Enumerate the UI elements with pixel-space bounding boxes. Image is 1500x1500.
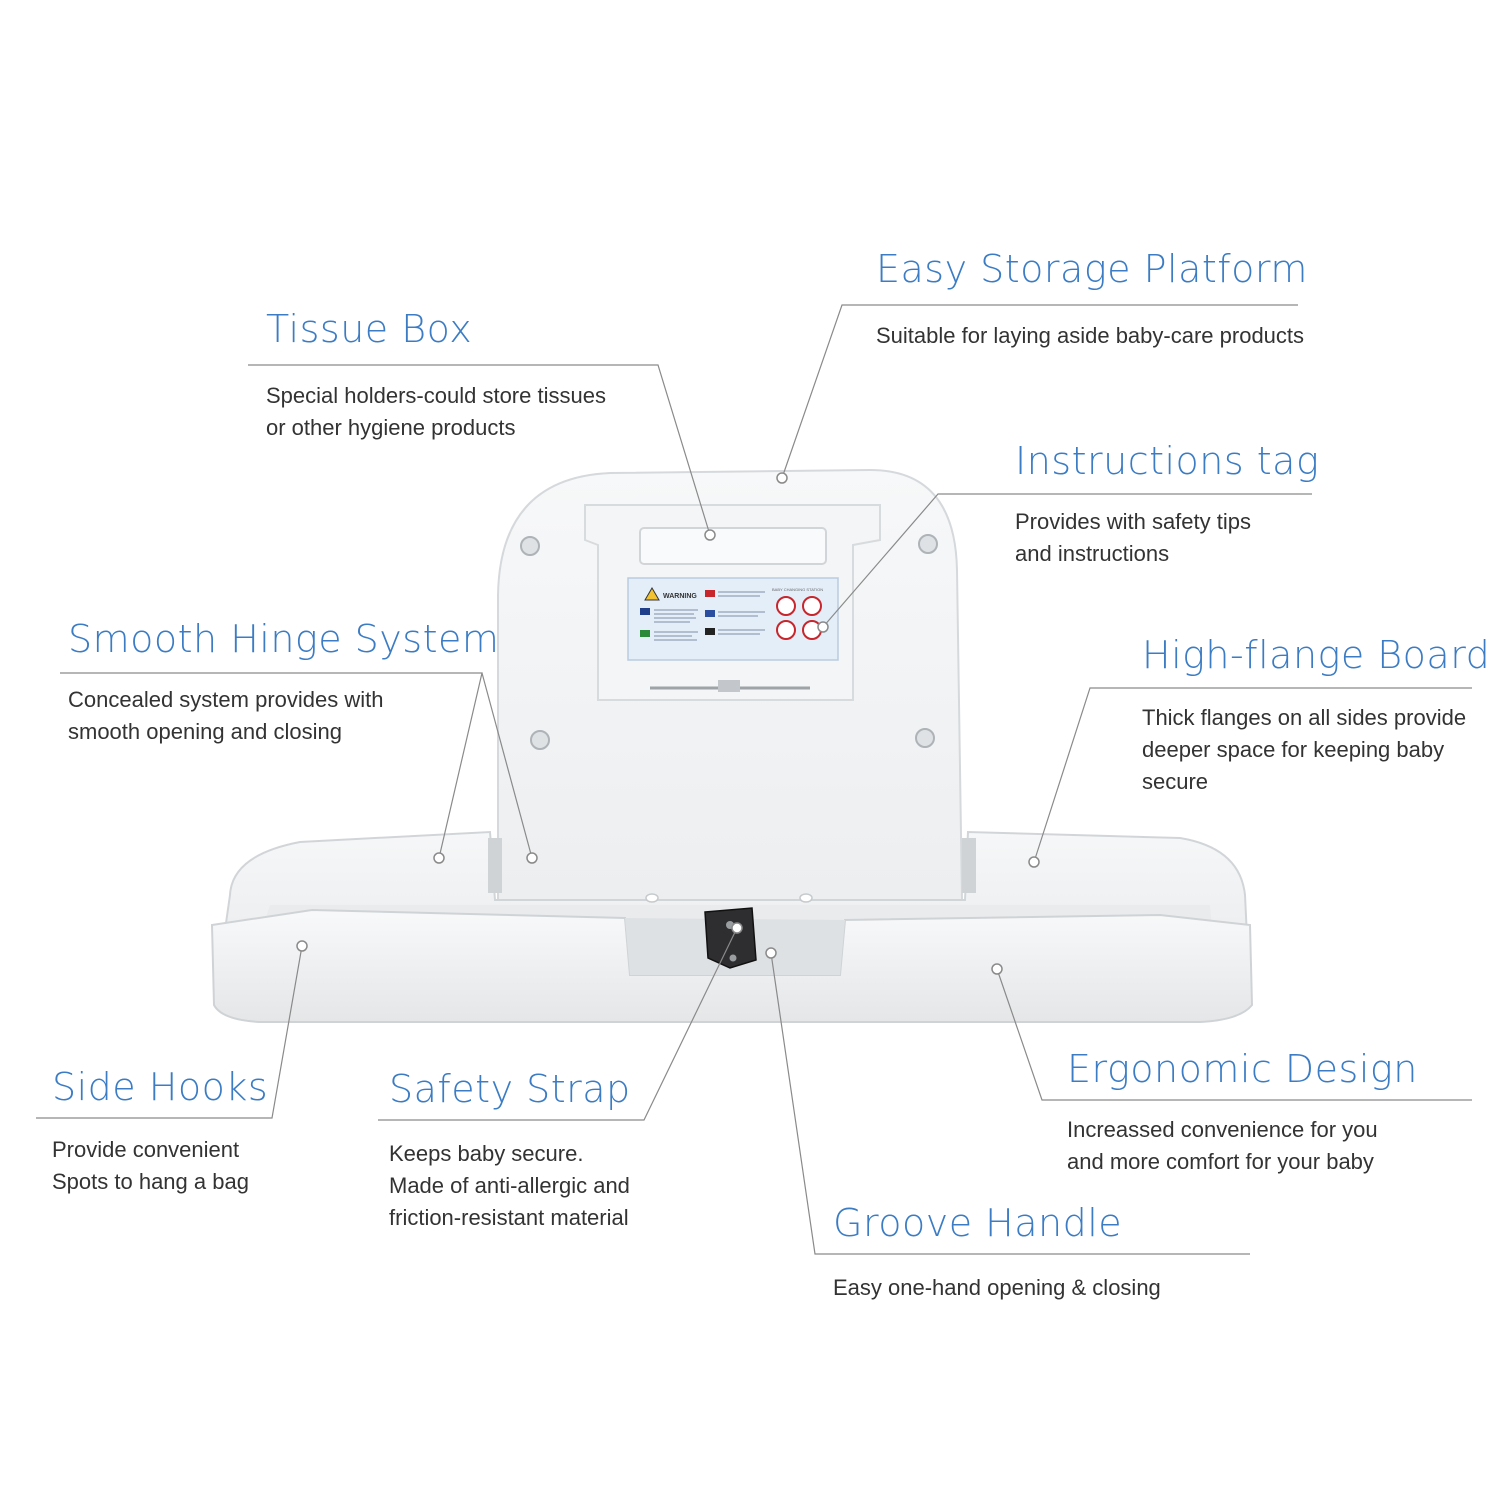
leader-tissue-box: [248, 364, 711, 536]
language-flags-icon: [640, 590, 715, 637]
callout-title: Groove Handle: [833, 1201, 1123, 1245]
callout-title: Tissue Box: [266, 307, 473, 351]
callout-tissue-box: Tissue Box Special holders-could store t…: [266, 307, 606, 444]
callout-description: Increassed convenience for you and more …: [1067, 1116, 1378, 1174]
callout-title: Easy Storage Platform: [876, 247, 1308, 291]
callout-smooth-hinge: Smooth Hinge System Concealed system pro…: [68, 617, 500, 748]
dot-high-flange: [1028, 856, 1040, 868]
leader-ergonomic: [996, 968, 1472, 1101]
leader-easy-storage: [781, 304, 1298, 479]
station-text: BABY CHANGING STATION: [772, 587, 823, 592]
leader-safety-strap: [378, 927, 738, 1121]
callout-title: Side Hooks: [52, 1065, 269, 1109]
callout-high-flange: High-flange Board Thick flanges on all s…: [1142, 633, 1491, 798]
callout-title: Ergonomic Design: [1067, 1047, 1418, 1091]
callout-description: Keeps baby secure. Made of anti-allergic…: [389, 1140, 630, 1230]
callout-description: Thick flanges on all sides provide deepe…: [1142, 704, 1467, 794]
pointer-dots: [296, 472, 1040, 975]
callout-safety-strap: Safety Strap Keeps baby secure. Made of …: [389, 1067, 631, 1234]
callout-side-hooks: Side Hooks Provide convenient Spots to h…: [52, 1065, 269, 1198]
leader-high-flange: [1033, 687, 1472, 863]
leader-lines: [36, 304, 1472, 1255]
dot-ergonomic: [991, 963, 1003, 975]
callout-ergonomic: Ergonomic Design Increassed convenience …: [1067, 1047, 1418, 1178]
leader-hinge-2: [481, 672, 533, 859]
leader-groove-handle: [770, 952, 1250, 1255]
callout-instructions-tag: Instructions tag Provides with safety ti…: [1015, 439, 1320, 570]
callout-title: Safety Strap: [389, 1067, 631, 1111]
warning-heading: WARNING: [663, 593, 697, 600]
callout-description: Provides with safety tips and instructio…: [1015, 508, 1251, 566]
right-hinge-post: [962, 838, 976, 893]
tissue-box-lid: [639, 527, 827, 565]
callout-title: Instructions tag: [1015, 439, 1320, 483]
slot-clip: [718, 680, 740, 692]
callout-title: Smooth Hinge System: [68, 617, 500, 661]
strap-buckle: [704, 907, 757, 969]
buckle-rivet-bottom: [729, 954, 737, 962]
callout-description: Concealed system provides with smooth op…: [68, 686, 384, 744]
callout-description: Easy one-hand opening & closing: [833, 1274, 1161, 1300]
callout-description: Suitable for laying aside baby-care prod…: [876, 322, 1305, 348]
dot-tissue-box: [704, 529, 716, 541]
dot-instructions-tag: [817, 621, 829, 633]
callout-title: High-flange Board: [1142, 633, 1491, 677]
dot-safety-strap: [731, 922, 743, 934]
safety-pictograms-icon: [776, 596, 822, 640]
dot-easy-storage: [776, 472, 788, 484]
callout-description: Provide convenient Spots to hang a bag: [52, 1136, 249, 1194]
leader-side-hooks: [36, 945, 303, 1119]
fine-print-lines: [654, 591, 765, 641]
tray-studs-icon: [645, 893, 813, 903]
dot-groove-handle: [765, 947, 777, 959]
leader-instructions-tag: [822, 493, 1312, 628]
left-hinge-post: [488, 838, 502, 893]
callout-groove-handle: Groove Handle Easy one-hand opening & cl…: [833, 1201, 1161, 1304]
callout-description: Special holders-could store tissues or o…: [266, 382, 606, 440]
dot-side-hooks: [296, 940, 308, 952]
dot-hinge-left: [433, 852, 445, 864]
dot-hinge-right: [526, 852, 538, 864]
back-screws-icon: [520, 534, 938, 750]
callout-easy-storage: Easy Storage Platform Suitable for layin…: [876, 247, 1308, 352]
warning-triangle-icon: [644, 587, 660, 601]
